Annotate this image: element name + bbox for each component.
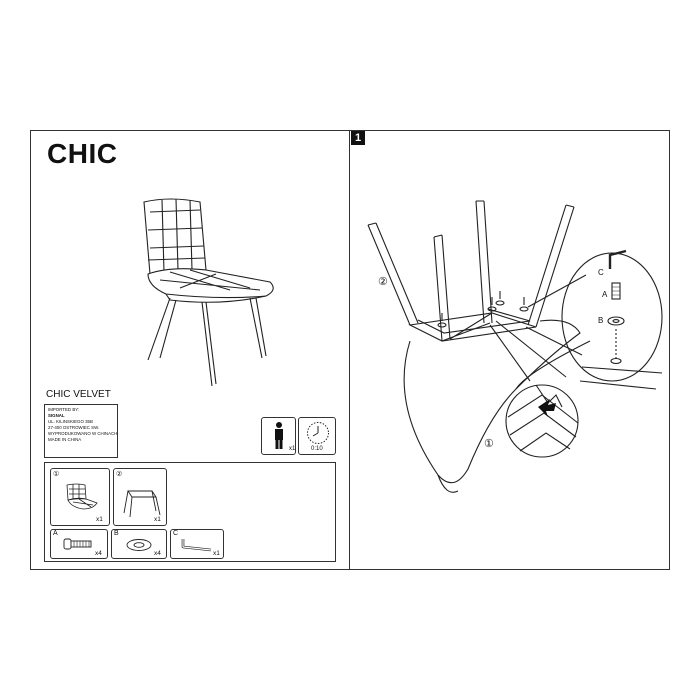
part-qty: x1 (96, 516, 103, 523)
hardware-id: A (53, 530, 58, 537)
importer-label: IMPORTED BY: SIGNAL UL. KILINSKIEGO 35B … (44, 404, 118, 458)
importer-line: IMPORTED BY: (48, 407, 80, 412)
parts-list: ① x1 ② x1 A x4 B (44, 462, 336, 562)
persons-box: x1 (261, 417, 296, 455)
importer-line: MADE IN CHINA (48, 437, 82, 443)
allen-key-icon (181, 539, 212, 552)
model-name: CHIC VELVET (46, 389, 111, 400)
hardware-b: B x4 (111, 529, 167, 559)
detail-label-b: B (598, 316, 604, 325)
persons-count: x1 (289, 446, 296, 452)
legs-icon (123, 490, 161, 518)
importer-line: WYPRODUKOWANO W CHINACH (48, 431, 118, 437)
detail-label-a: A (602, 290, 608, 299)
part-label-legs: ② (378, 276, 388, 288)
hardware-qty: x4 (95, 550, 102, 557)
part-number: ② (116, 471, 123, 478)
hardware-id: B (114, 530, 119, 537)
importer-line: SIGNAL (48, 413, 65, 419)
part-seat: ① x1 (50, 468, 110, 526)
part-qty: x1 (154, 516, 161, 523)
importer-line: UL. KILINSKIEGO 35B (48, 419, 93, 425)
detail-label-c: C (598, 268, 604, 277)
hardware-c: C x1 (170, 529, 224, 559)
hardware-qty: x4 (154, 550, 161, 557)
hardware-a: A x4 (50, 529, 108, 559)
arrow-icon (538, 399, 556, 417)
bolt-icon (63, 538, 92, 550)
washer-icon (126, 539, 152, 551)
person-icon (275, 422, 283, 449)
seat-icon (66, 483, 98, 510)
time-box: 0:10 (298, 417, 336, 455)
hardware-id: C (173, 530, 179, 537)
assembly-step-diagram (367, 200, 663, 493)
instruction-sheet (30, 130, 670, 570)
part-label-seat: ① (484, 438, 494, 450)
clock-icon (307, 422, 329, 444)
part-legs: ② x1 (113, 468, 167, 526)
hardware-qty: x1 (213, 550, 220, 557)
page-divider (349, 130, 350, 570)
part-number: ① (53, 471, 60, 478)
assembly-time: 0:10 (311, 446, 323, 452)
chair-illustration (143, 198, 274, 387)
step-number: 1 (351, 131, 365, 145)
importer-line: 27-400 OSTROWIEC SW. (48, 425, 100, 431)
product-title: CHIC (47, 138, 118, 169)
